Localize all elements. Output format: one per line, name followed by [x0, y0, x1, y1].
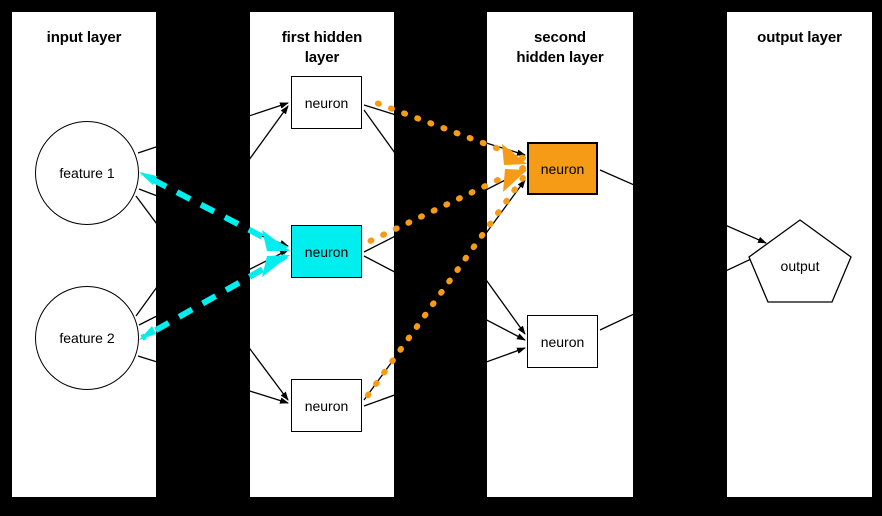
panel-title-line-1: first hidden [281, 29, 363, 46]
node-label-hidden1-neuron-3: neuron [304, 397, 349, 414]
panel-title-line-2: hidden layer [516, 49, 604, 66]
panel-title-output-layer: output layer [757, 29, 842, 46]
node-hidden1-neuron-1[interactable]: neuron [291, 76, 362, 129]
node-label-output: output [780, 258, 820, 274]
node-label-hidden1-neuron-2: neuron [304, 243, 349, 260]
node-label-feature-2: feature 2 [59, 330, 115, 346]
node-feature-2[interactable]: feature 2 [35, 286, 139, 390]
node-label-hidden2-neuron-2: neuron [540, 333, 585, 350]
panel-title-first-hidden-layer: first hidden layer [250, 28, 394, 68]
panel-title-line-2: layer [304, 49, 340, 66]
panel-second-hidden-layer: second hidden layer [487, 12, 633, 497]
node-label-hidden2-neuron-1: neuron [540, 160, 585, 177]
panel-output-layer: output layer [727, 12, 872, 497]
node-label-feature-1: feature 1 [59, 165, 115, 181]
panel-title-line-1: second [534, 29, 586, 46]
node-hidden2-neuron-2[interactable]: neuron [527, 315, 598, 368]
node-hidden2-neuron-1[interactable]: neuron [527, 142, 598, 195]
node-output[interactable]: output [749, 258, 851, 274]
node-hidden1-neuron-2[interactable]: neuron [291, 225, 362, 278]
panel-title-second-hidden-layer: second hidden layer [487, 28, 633, 68]
panel-input-layer: input layer [12, 12, 156, 497]
node-label-hidden1-neuron-1: neuron [304, 94, 349, 111]
node-hidden1-neuron-3[interactable]: neuron [291, 379, 362, 432]
node-feature-1[interactable]: feature 1 [35, 121, 139, 225]
panel-title-input-layer: input layer [46, 29, 122, 46]
